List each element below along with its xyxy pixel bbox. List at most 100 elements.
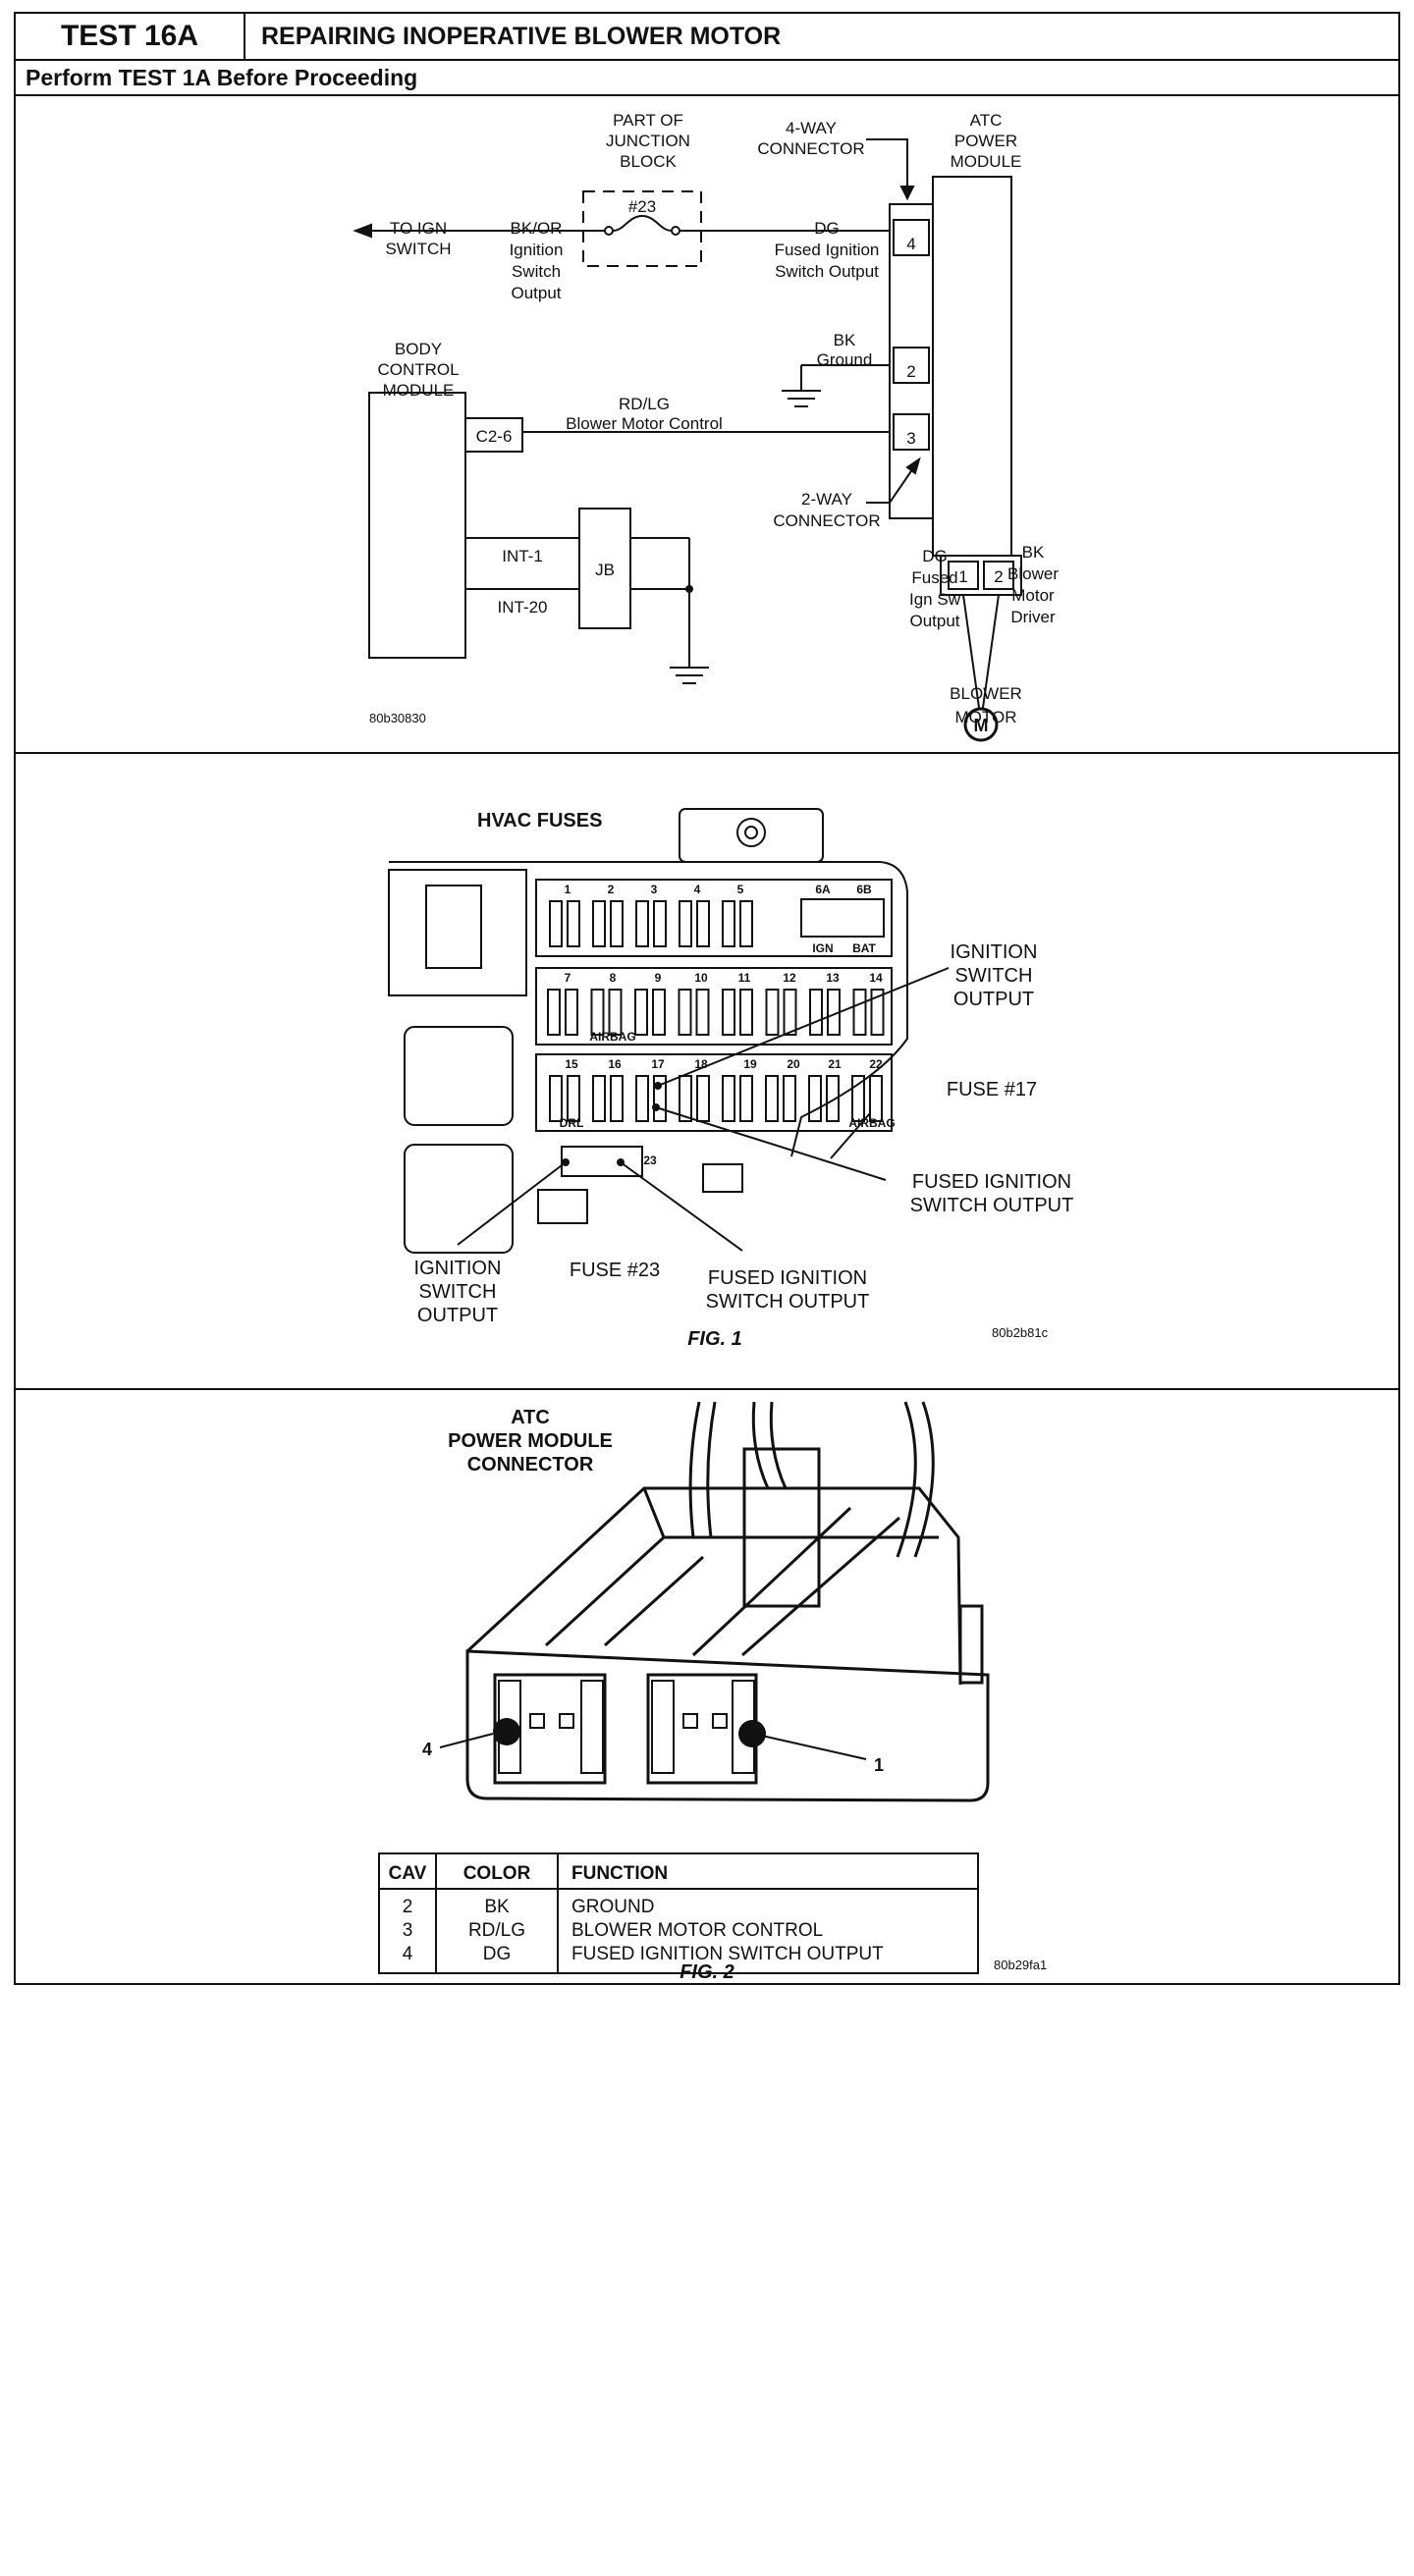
c26-connector <box>464 417 523 453</box>
table-cell: 2 <box>403 1897 413 1917</box>
blower-motor-label-1: BLOWER <box>950 684 1022 703</box>
ign-out-right-2: SWITCH <box>955 965 1033 987</box>
two-way-label-1: 2-WAY <box>801 490 852 509</box>
four-way-label-1: 4-WAY <box>786 119 837 137</box>
callout-4: 4 <box>422 1740 432 1759</box>
fused-bottom-2: SWITCH OUTPUT <box>706 1291 870 1313</box>
ign-label: IGN <box>812 941 833 955</box>
fuse-blade <box>679 1075 692 1122</box>
fuse-blade <box>547 989 561 1036</box>
fuse-num-14: 14 <box>869 971 883 985</box>
pin-3: 3 <box>906 429 915 448</box>
table-cell: RD/LG <box>468 1920 525 1941</box>
dg-label-1: DG <box>814 219 840 238</box>
ign-out-left-1: IGNITION <box>414 1258 502 1279</box>
table-header-cav: CAV <box>389 1863 427 1884</box>
atc-module-body <box>932 176 1012 557</box>
table-cell: DG <box>483 1944 512 1964</box>
fuse-blade <box>635 900 649 947</box>
ign-out-right-3: OUTPUT <box>953 989 1034 1010</box>
fuse-num-3: 3 <box>651 883 658 896</box>
fuse-blade <box>653 1075 667 1122</box>
fuse-blade <box>679 900 692 947</box>
junction-label-2: JUNCTION <box>606 132 690 150</box>
fuse-blade <box>549 1075 563 1122</box>
fuse-blade <box>610 1075 624 1122</box>
fuse-num-11: 11 <box>738 971 751 985</box>
pin-1-motor: 1 <box>958 567 967 586</box>
fuse-num-15: 15 <box>565 1057 578 1071</box>
schematic-code: 80b30830 <box>369 711 426 725</box>
rdlg-label-1: RD/LG <box>619 395 670 413</box>
fig2-title-1: ATC <box>511 1407 550 1428</box>
atc-label-3: MODULE <box>951 152 1022 171</box>
fuse-blade <box>678 989 692 1036</box>
table-cell: FUSED IGNITION SWITCH OUTPUT <box>571 1944 884 1964</box>
fuse-blade <box>549 900 563 947</box>
fuse-blade <box>635 1075 649 1122</box>
fuse-num-2: 2 <box>608 883 615 896</box>
airbag-label-right: AIRBAG <box>848 1116 895 1130</box>
fuse-blade <box>634 989 648 1036</box>
bkor-label-4: Output <box>511 284 561 302</box>
table-cell: 3 <box>403 1920 413 1941</box>
fig2-title-3: CONNECTOR <box>467 1454 594 1476</box>
fuse-num-20: 20 <box>787 1057 800 1071</box>
bat-label: BAT <box>852 941 876 955</box>
fuse-blade <box>870 989 885 1036</box>
fuse-num-6b: 6B <box>856 883 872 896</box>
fuse-blade <box>739 1075 753 1122</box>
fuse-blade <box>592 900 606 947</box>
table-cell: 4 <box>403 1944 413 1964</box>
bcm-label-3: MODULE <box>383 381 455 400</box>
fuse-num-4: 4 <box>694 883 701 896</box>
table-cell: BK <box>484 1897 510 1917</box>
fig2-code: 80b29fa1 <box>994 1958 1047 1972</box>
fuse-blade <box>590 989 605 1036</box>
atc-label-2: POWER <box>954 132 1017 150</box>
ign-out-right-1: IGNITION <box>951 941 1038 963</box>
ign-out-left-3: OUTPUT <box>417 1305 498 1326</box>
ign-switch-label-2: SWITCH <box>385 240 451 258</box>
fuse-number: #23 <box>628 197 656 216</box>
junction-label-3: BLOCK <box>620 152 677 171</box>
fuse-blade <box>567 1075 580 1122</box>
jb-label: JB <box>595 561 615 579</box>
pin-2: 2 <box>906 362 915 381</box>
body-control-module <box>368 392 466 659</box>
bk-label-1: BK <box>834 331 856 349</box>
fig1-caption: FIG. 1 <box>687 1328 742 1350</box>
table-cell: GROUND <box>571 1897 654 1917</box>
cavity-4-dot <box>493 1718 520 1745</box>
fuse-blade <box>783 1075 796 1122</box>
fuse-num-10: 10 <box>694 971 708 985</box>
four-way-label-2: CONNECTOR <box>757 139 864 158</box>
fuse-num-19: 19 <box>743 1057 757 1071</box>
atc-label-1: ATC <box>970 111 1003 130</box>
manual-page: TEST 16A REPAIRING INOPERATIVE BLOWER MO… <box>14 12 1400 1985</box>
fuse-blade <box>592 1075 606 1122</box>
bk-motor-4: Driver <box>1010 608 1056 626</box>
two-way-connector <box>940 555 1022 596</box>
junction-block-outline <box>582 190 702 267</box>
fuse-num-18: 18 <box>694 1057 708 1071</box>
fuse17-label: FUSE #17 <box>947 1079 1037 1100</box>
dg-motor-2: Fused <box>911 568 957 587</box>
fuse-blade <box>808 1075 822 1122</box>
fig2-panel: ATC POWER MODULE CONNECTOR 4 1 CAV COLOR… <box>16 1390 1398 1985</box>
fuse-blade <box>722 900 735 947</box>
fuse-num-21: 21 <box>828 1057 842 1071</box>
fused-right-2: SWITCH OUTPUT <box>910 1195 1074 1216</box>
schematic-panel: PART OF JUNCTION BLOCK #23 4-WAY CONNECT… <box>16 96 1398 754</box>
fuse-num-6a: 6A <box>815 883 831 896</box>
fused-right-1: FUSED IGNITION <box>912 1171 1071 1193</box>
c26-label: C2-6 <box>476 427 513 446</box>
int1-label: INT-1 <box>502 547 543 565</box>
jb-box <box>578 508 631 629</box>
bkor-label-3: Switch <box>512 262 561 281</box>
fused-bottom-1: FUSED IGNITION <box>708 1267 867 1289</box>
fig2-caption: FIG. 2 <box>680 1961 734 1983</box>
fuse-blade <box>851 1075 865 1122</box>
arrow-left-icon <box>353 223 372 239</box>
fuse-blade <box>653 900 667 947</box>
